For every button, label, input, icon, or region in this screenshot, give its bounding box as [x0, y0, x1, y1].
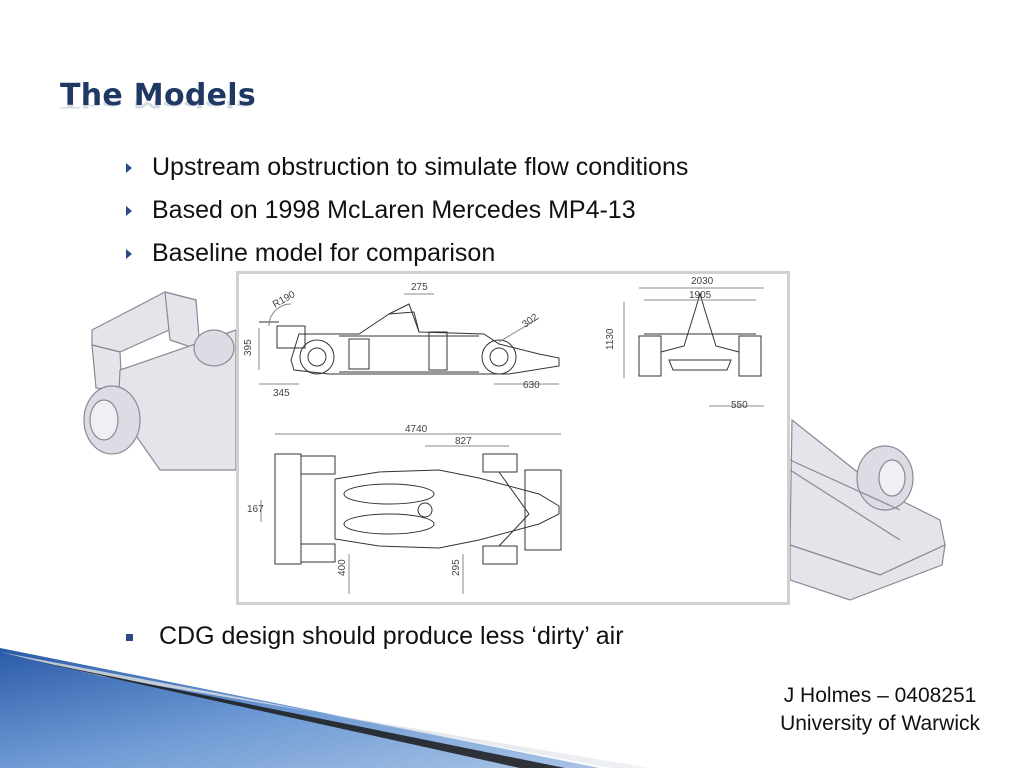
bullet-item: Based on 1998 McLaren Mercedes MP4-13 — [126, 189, 688, 232]
dim-label: 4740 — [405, 424, 428, 435]
bullet-text: Baseline model for comparison — [152, 239, 496, 267]
arrow-bullet-icon — [126, 248, 132, 259]
technical-drawing: R190 275 302 395 345 630 2030 1905 1130 … — [243, 276, 764, 594]
slide-title: The Models — [60, 78, 257, 113]
dim-label: 1905 — [689, 290, 712, 301]
dim-label: 345 — [273, 388, 290, 399]
arrow-bullet-icon — [126, 162, 132, 173]
dim-label: 630 — [523, 380, 540, 391]
author-affiliation: University of Warwick — [780, 712, 980, 735]
dim-label: 827 — [455, 436, 472, 447]
dim-label: 275 — [411, 282, 428, 293]
dim-label: 400 — [337, 559, 348, 576]
dim-label: 295 — [451, 559, 462, 576]
dim-label: 395 — [243, 339, 254, 356]
dim-label: 1130 — [605, 328, 616, 350]
bullet-text: Upstream obstruction to simulate flow co… — [152, 153, 689, 181]
arrow-bullet-icon — [126, 205, 132, 216]
author-block: J Holmes – 0408251 University of Warwick — [780, 682, 980, 738]
bullet-item: CDG design should produce less ‘dirty’ a… — [126, 622, 624, 651]
top-view — [260, 433, 562, 594]
square-bullet-icon — [126, 634, 133, 641]
bullet-text: Based on 1998 McLaren Mercedes MP4-13 — [152, 196, 636, 224]
side-view — [258, 293, 560, 385]
bullet-item: Baseline model for comparison — [126, 232, 688, 275]
front-view — [623, 287, 764, 407]
bullet-item: Upstream obstruction to simulate flow co… — [126, 146, 688, 189]
dim-label: R190 — [271, 289, 298, 311]
dim-label: 550 — [731, 400, 748, 411]
technical-drawing-frame: R190 275 302 395 345 630 2030 1905 1130 … — [236, 271, 790, 605]
author-name: J Holmes – 0408251 — [783, 684, 977, 707]
bullet-list: Upstream obstruction to simulate flow co… — [126, 146, 688, 275]
dim-label: 167 — [247, 504, 264, 515]
bullet-text: CDG design should produce less ‘dirty’ a… — [159, 622, 624, 650]
dim-label: 2030 — [691, 276, 714, 287]
